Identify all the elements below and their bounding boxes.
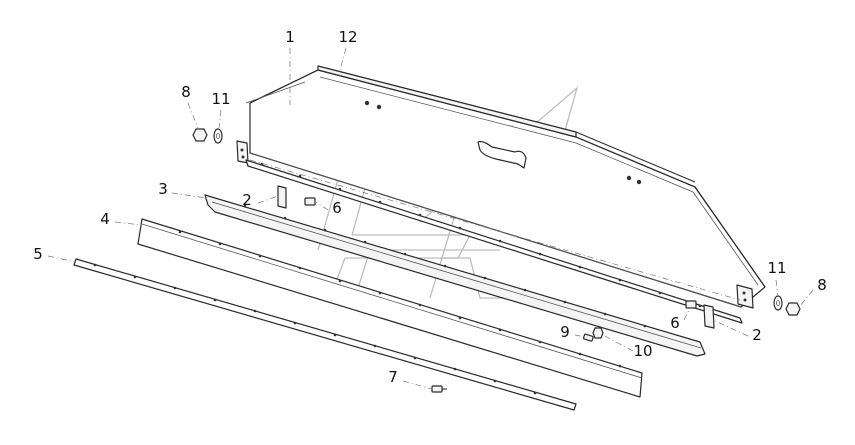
callout-c5: 5 — [33, 245, 43, 263]
part-5-clamp-bar — [73, 258, 577, 411]
part-3-seal-strip — [204, 194, 706, 357]
callout-c6b: 6 — [670, 314, 680, 332]
part-11-washer-left — [213, 128, 223, 144]
callout-c2a: 2 — [242, 191, 252, 209]
callout-c8b: 8 — [817, 276, 827, 294]
part-2-bracket-right — [736, 284, 754, 309]
callout-c1: 1 — [285, 28, 295, 46]
callout-c12: 12 — [338, 28, 357, 46]
callout-c7: 7 — [388, 368, 398, 386]
part-10-nut — [592, 327, 604, 339]
callout-c3: 3 — [158, 180, 168, 198]
part-2-loose-bracket-right — [703, 304, 715, 329]
panel-handle — [477, 140, 527, 169]
callout-c4: 4 — [100, 210, 110, 228]
callout-c6a: 6 — [332, 199, 342, 217]
callout-c11b: 11 — [767, 259, 786, 277]
callout-c2b: 2 — [752, 326, 762, 344]
panel-rivets — [364, 100, 642, 185]
part-8-nut-left — [192, 128, 208, 142]
part-6-bolt-right — [685, 300, 697, 309]
callout-c11a: 11 — [211, 90, 230, 108]
part-9-pin — [582, 333, 594, 342]
callout-c10: 10 — [633, 342, 652, 360]
panel-lower-bar — [245, 159, 743, 324]
part-4-flat-plate — [137, 218, 643, 398]
callout-c9: 9 — [560, 323, 570, 341]
callout-labels: 1 12 8 11 3 2 6 4 5 11 8 6 9 2 10 7 — [33, 28, 827, 386]
callout-c8a: 8 — [181, 83, 191, 101]
part-2-loose-bracket-left — [277, 185, 287, 209]
leader-lines — [47, 47, 814, 390]
part-8-nut-right — [785, 302, 801, 316]
part-11-washer-right — [773, 295, 783, 311]
part-7-screw — [431, 385, 447, 393]
part-6-bolt-left — [304, 197, 316, 206]
part-12-top-strip — [317, 65, 696, 183]
